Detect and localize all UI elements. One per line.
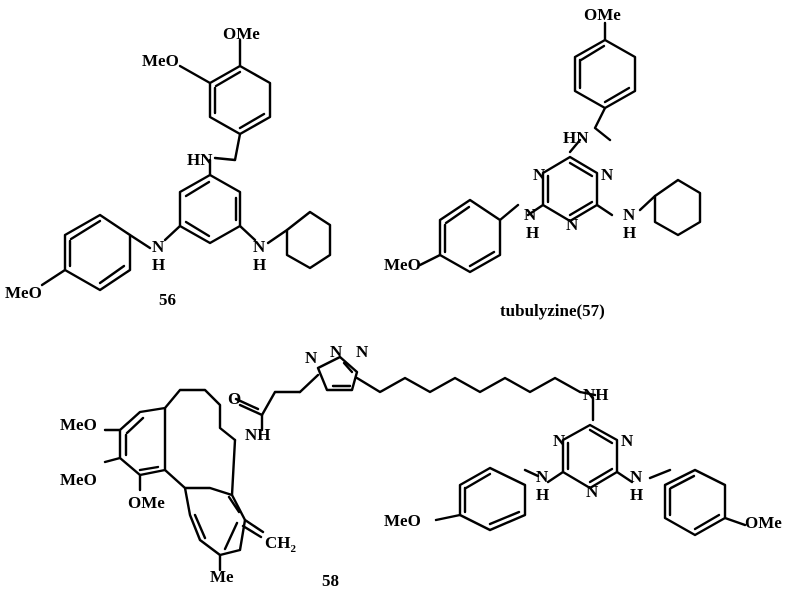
c56-label-n-right: N [253,237,266,256]
c58-label-n-left: N [536,467,549,486]
c58-label-ome: OMe [128,493,165,512]
compound-57-bonds [418,21,702,274]
c58-label-meo-1: MeO [60,415,97,434]
compound-56-caption: 56 [159,290,176,309]
compound-58-atom-labels: N N N O NH MeO MeO OMe CH2 Me NH N N N N… [60,342,782,586]
compound-57-tubulyzine: OMe HN N N N N H N H MeO tubulyzine(57) [384,5,702,320]
c58-label-n-tri1: N [305,348,318,367]
c58-label-n-ring2: N [621,431,634,450]
c57-label-h-left: H [526,223,539,242]
c58-label-ch-sub: 2 [291,543,297,555]
c56-label-hn: HN [187,150,213,169]
c57-label-n-ring3: N [566,215,579,234]
compound-58-bonds [103,355,747,572]
compound-58-caption: 58 [322,571,339,590]
compound-56: OMe MeO HN N H N H MeO 56 [5,24,332,309]
c58-label-n-ring3: N [586,482,599,501]
c57-label-meo: MeO [384,255,421,274]
c58-label-n-tri3: N [356,342,369,361]
c57-label-n-ring2: N [601,165,614,184]
compound-56-atom-labels: OMe MeO HN N H N H MeO [5,24,266,302]
compound-58: N N N O NH MeO MeO OMe CH2 Me NH N N N N… [60,342,782,590]
c56-label-meo-top: MeO [142,51,179,70]
c56-label-h-left: H [152,255,165,274]
compound-57-atom-labels: OMe HN N N N N H N H MeO [384,5,636,274]
c57-label-n-ring1: N [533,165,546,184]
c58-label-n-right: N [630,467,643,486]
c58-label-ome-bottom: OMe [745,513,782,532]
c58-label-nh-amide: NH [245,425,271,444]
c58-label-h-left: H [536,485,549,504]
compound-57-caption: tubulyzine(57) [500,301,605,320]
c57-label-ome: OMe [584,5,621,24]
c57-label-n-left: N [524,205,537,224]
c58-label-nh-top: NH [583,385,609,404]
compound-56-bonds [40,38,332,292]
c57-label-n-right: N [623,205,636,224]
c57-label-h-right: H [623,223,636,242]
c56-label-ome: OMe [223,24,260,43]
c58-label-meo-2: MeO [60,470,97,489]
c58-label-n-ring1: N [553,431,566,450]
c56-label-n-left: N [152,237,165,256]
c58-label-n-tri2: N [330,342,343,361]
c56-label-h-right: H [253,255,266,274]
c58-label-h-right: H [630,485,643,504]
c58-label-ch2: CH2 [265,533,297,555]
c58-label-o: O [228,389,241,408]
c58-label-meo-bottom: MeO [384,511,421,530]
c58-label-me: Me [210,567,234,586]
c57-label-hn: HN [563,128,589,147]
c58-label-ch: CH [265,533,291,552]
c56-label-meo-bottom: MeO [5,283,42,302]
